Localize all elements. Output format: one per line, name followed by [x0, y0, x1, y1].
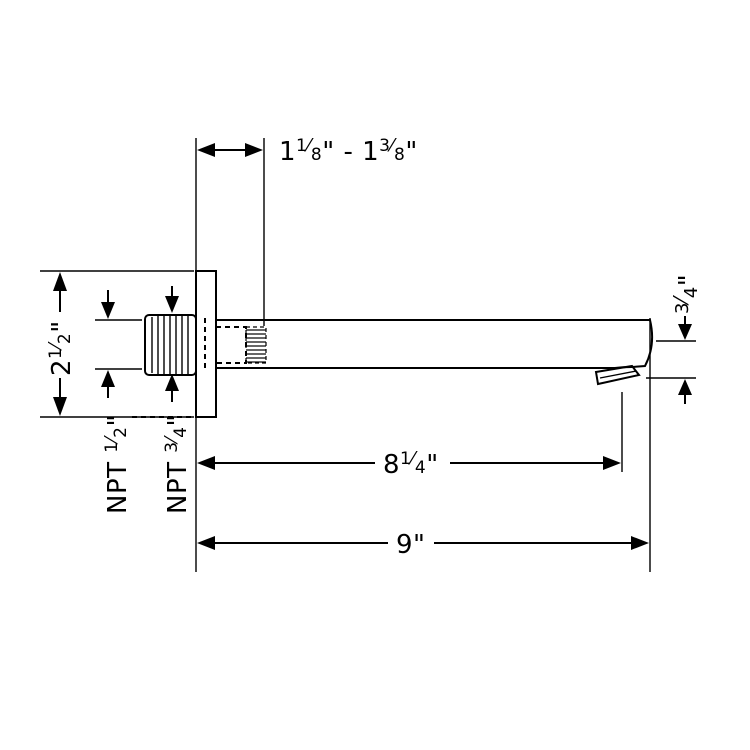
wall-den-2: 8	[394, 145, 405, 165]
svg-text:NPT 1⁄2": NPT 1⁄2"	[101, 414, 133, 514]
wall-num-1: 1	[296, 136, 307, 156]
wall-separator: " -	[322, 137, 362, 167]
flange-unit: "	[47, 320, 77, 332]
drop-unit: "	[674, 274, 704, 286]
reach-slash: ⁄	[407, 448, 418, 469]
wall-whole-2: 1	[362, 137, 379, 167]
spout-geometry	[144, 270, 654, 418]
spout-body	[216, 319, 654, 369]
wall-unit: "	[405, 137, 417, 167]
npt-tq-slash: ⁄	[161, 434, 182, 445]
flange-num: 1	[46, 348, 66, 359]
nipple-threads	[151, 316, 189, 374]
npt-tq-den: 4	[171, 427, 191, 438]
npt-tq-unit: "	[163, 414, 193, 426]
npt-half-slash: ⁄	[101, 434, 122, 445]
wall-slash-1: ⁄	[303, 135, 314, 156]
flange-den: 2	[55, 333, 75, 344]
svg-text:3⁄4": 3⁄4"	[669, 274, 704, 314]
overall-unit: "	[413, 530, 425, 560]
npt-half-unit: "	[103, 414, 133, 426]
npt-half-num: 1	[102, 441, 122, 452]
dimension-outlet-reach: 81⁄4"	[197, 448, 621, 480]
svg-text:21⁄2": 21⁄2"	[45, 320, 77, 376]
reach-den: 4	[415, 458, 426, 478]
dimension-spout-drop: 3⁄4"	[669, 274, 704, 404]
reach-num: 1	[400, 449, 411, 469]
npt-tq-num: 3	[162, 441, 182, 452]
hidden-connector	[204, 318, 267, 370]
npt-tq-label: NPT	[163, 453, 193, 514]
wall-slash-2: ⁄	[386, 135, 397, 156]
hidden-thread	[245, 326, 267, 364]
reach-whole: 8	[383, 450, 400, 480]
drop-den: 4	[681, 286, 702, 298]
dimension-npt-three-quarter: NPT 3⁄4"	[161, 286, 193, 514]
extension-lines	[40, 138, 696, 572]
spout-outlet	[594, 364, 641, 386]
wall-den-1: 8	[311, 145, 322, 165]
svg-text:NPT 3⁄4": NPT 3⁄4"	[161, 414, 193, 514]
overall-whole: 9	[396, 530, 413, 560]
npt-half-label: NPT	[103, 453, 133, 514]
npt-half-den: 2	[111, 427, 131, 438]
wall-whole-1: 1	[279, 137, 296, 167]
svg-text:81⁄4": 81⁄4"	[383, 448, 439, 480]
flange-whole: 2	[47, 359, 77, 376]
flange-slash: ⁄	[45, 341, 66, 352]
wall-num-2: 3	[379, 136, 390, 156]
wall-flange	[195, 270, 217, 418]
dimension-wall-thickness: 11⁄8" - 13⁄8"	[197, 135, 418, 167]
dimension-overall-length: 9"	[197, 530, 649, 560]
svg-text:9": 9"	[396, 530, 426, 560]
svg-text:11⁄8" - 13⁄8": 11⁄8" - 13⁄8"	[279, 135, 418, 167]
reach-unit: "	[426, 450, 438, 480]
dimension-npt-half: NPT 1⁄2"	[101, 290, 133, 514]
drop-num: 3	[672, 302, 693, 314]
dimension-flange-height: 21⁄2"	[44, 272, 77, 416]
drop-slash: ⁄	[669, 295, 693, 306]
